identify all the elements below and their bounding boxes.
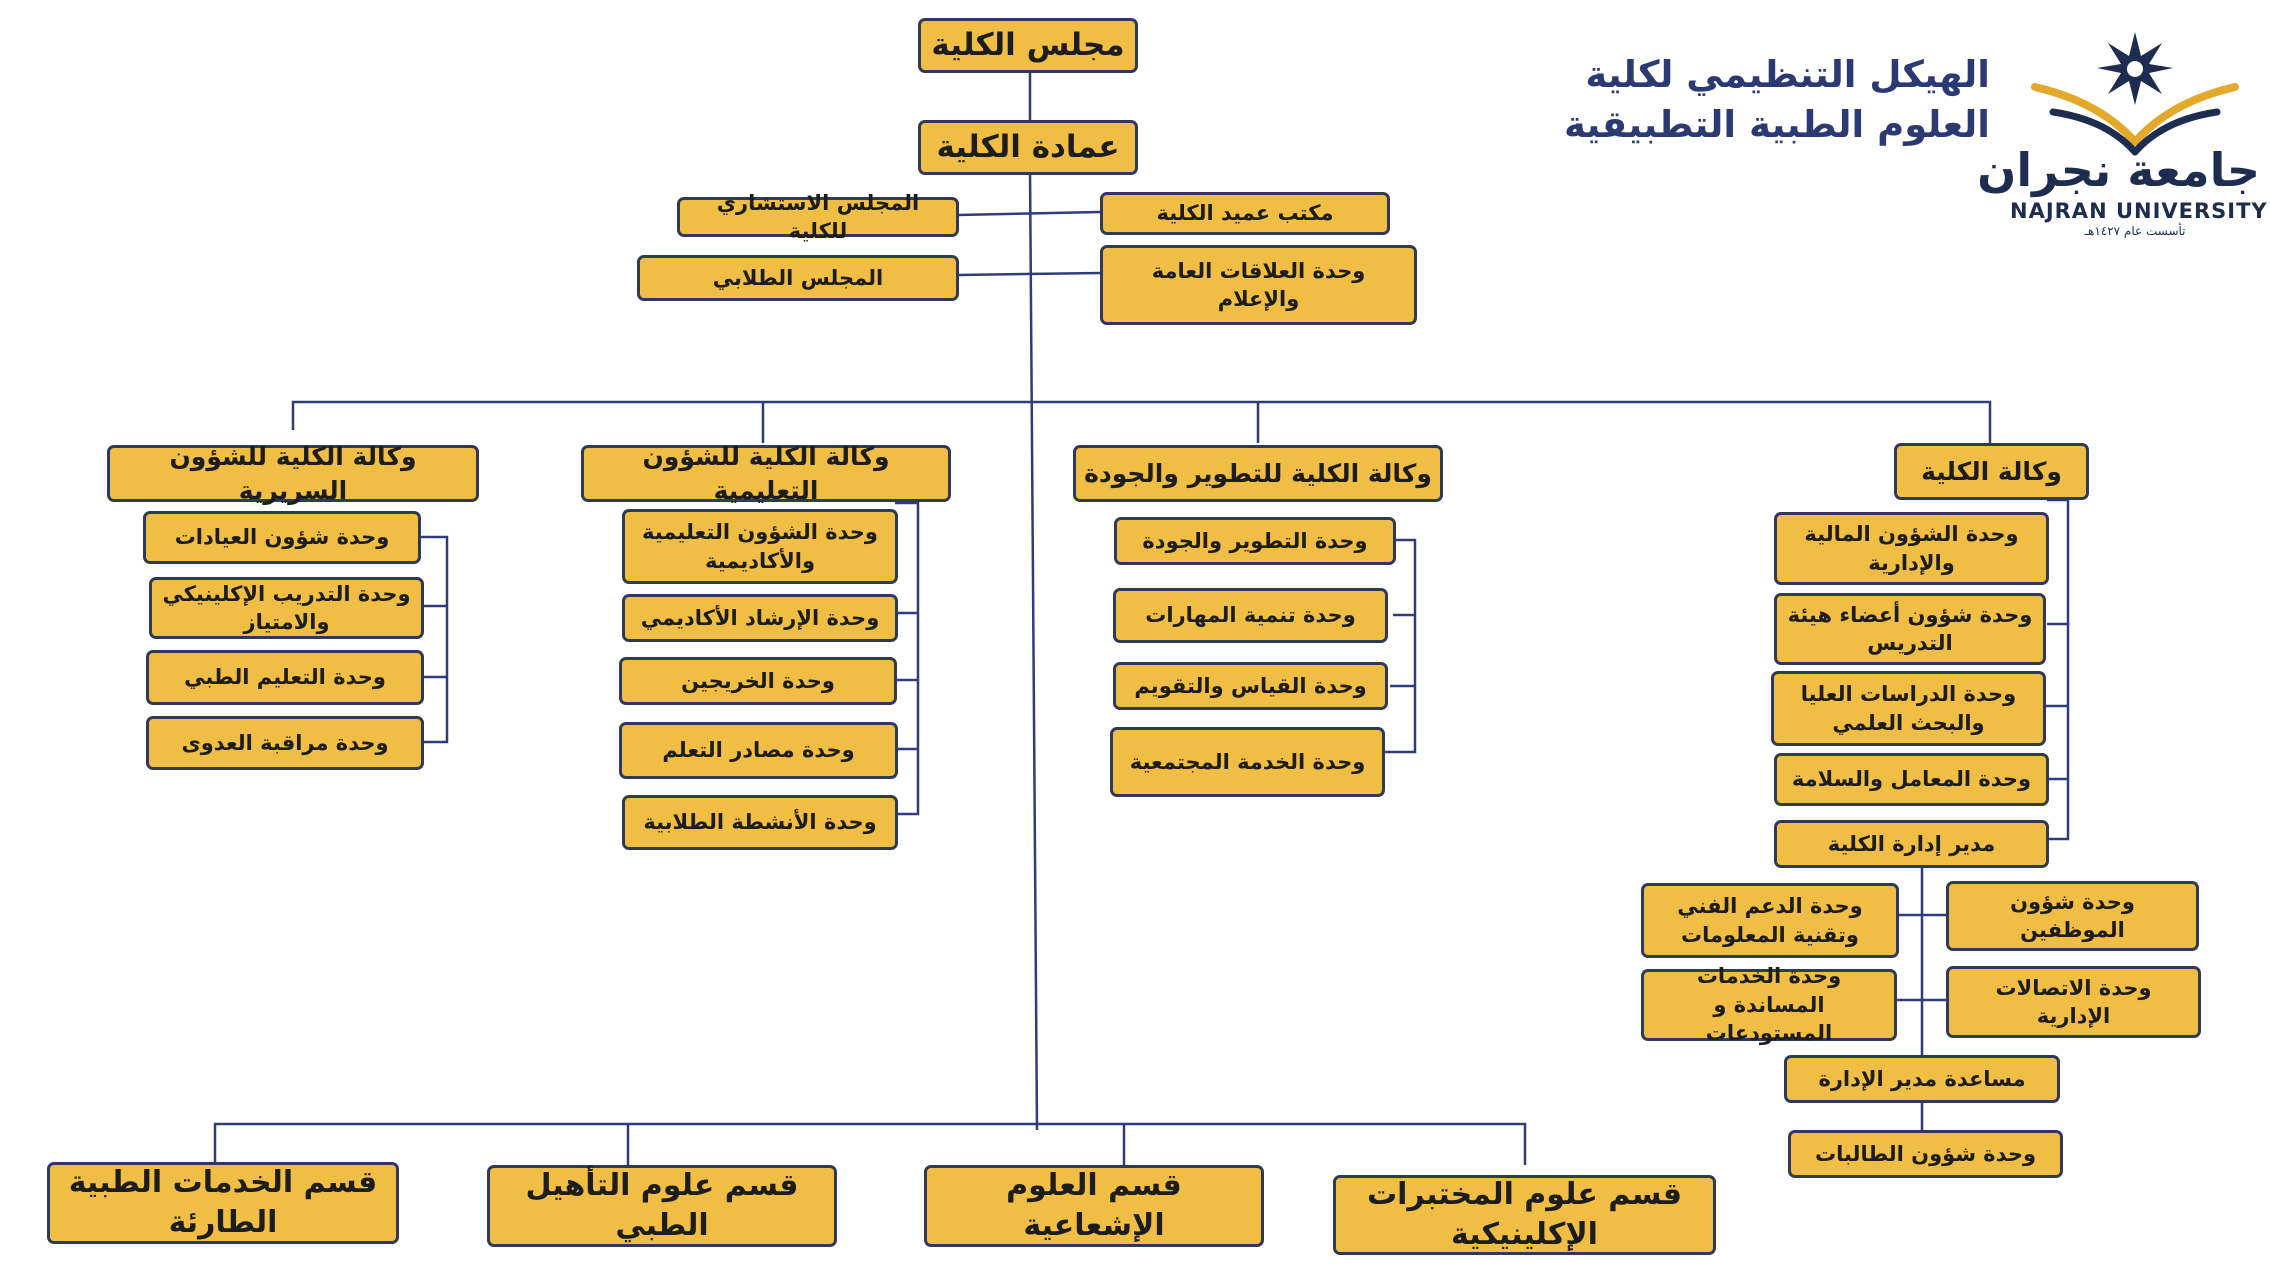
assistant-director-box: مساعدة مدير الإدارة — [1784, 1055, 2060, 1103]
education-unit-box: وحدة الخريجين — [619, 657, 897, 705]
college-unit-box: وحدة المعامل والسلامة — [1774, 753, 2049, 806]
quality-unit-box: وحدة تنمية المهارات — [1113, 588, 1388, 643]
vice-college-box: وكالة الكلية — [1894, 443, 2089, 500]
university-established: تأسست عام ١٤٢٧هـ — [2084, 224, 2186, 238]
quality-unit-box: وحدة القياس والتقويم — [1113, 662, 1388, 710]
education-unit-box: وحدة الشؤون التعليمية والأكاديمية — [622, 509, 898, 584]
department-box: قسم الخدمات الطبية الطارئة — [47, 1162, 399, 1244]
quality-unit-box: وحدة الخدمة المجتمعية — [1110, 727, 1385, 797]
quality-unit-box: وحدة التطوير والجودة — [1114, 517, 1396, 565]
education-unit-box: وحدة الأنشطة الطلابية — [622, 795, 898, 850]
clinical-unit-box: وحدة التعليم الطبي — [146, 650, 424, 705]
it-support-unit-box: وحدة الدعم الفني وتقنية المعلومات — [1641, 883, 1899, 958]
chart-title: الهيكل التنظيمي لكلية العلوم الطبية التط… — [1560, 50, 1990, 150]
vice-development-quality-box: وكالة الكلية للتطوير والجودة — [1073, 445, 1443, 502]
vice-educational-affairs-box: وكالة الكلية للشؤون التعليمية — [581, 442, 951, 505]
college-unit-box: وحدة الشؤون المالية والإدارية — [1774, 512, 2049, 585]
support-services-unit-box: وحدة الخدمات المساندة و المستودعات — [1641, 964, 1897, 1045]
college-unit-box: وحدة شؤون أعضاء هيئة التدريس — [1774, 593, 2046, 665]
admin-communications-unit-box: وحدة الاتصالات الإدارية — [1946, 966, 2201, 1038]
clinical-unit-box: وحدة شؤون العيادات — [143, 511, 421, 564]
clinical-unit-box: وحدة التدريب الإكلينيكي والامتياز — [149, 577, 424, 639]
education-unit-box: وحدة مصادر التعلم — [619, 722, 898, 779]
dean-office-box: مكتب عميد الكلية — [1100, 192, 1390, 235]
university-name-english: NAJRAN UNIVERSITY — [2010, 199, 2268, 223]
chart-title-line-2: العلوم الطبية التطبيقية — [1563, 102, 1990, 146]
department-box: قسم العلوم الإشعاعية — [924, 1165, 1264, 1247]
chart-title-line-1: الهيكل التنظيمي لكلية — [1585, 53, 1990, 96]
college-deanship-box: عمادة الكلية — [918, 120, 1138, 175]
college-council-box: مجلس الكلية — [918, 18, 1138, 73]
vice-clinical-affairs-box: وكالة الكلية للشؤون السريرية — [107, 442, 479, 505]
college-admin-director-box: مدير إدارة الكلية — [1774, 820, 2049, 868]
college-unit-box: وحدة الدراسات العليا والبحث العلمي — [1771, 671, 2046, 746]
staff-affairs-unit-box: وحدة شؤون الموظفين — [1946, 881, 2199, 951]
female-students-unit-box: وحدة شؤون الطالبات — [1788, 1130, 2063, 1178]
department-box: قسم علوم المختبرات الإكلينيكية — [1333, 1175, 1716, 1255]
university-emblem-icon — [2031, 32, 2239, 156]
clinical-unit-box: وحدة مراقبة العدوى — [146, 716, 424, 770]
advisory-council-box: المجلس الاستشاري للكلية — [677, 191, 959, 243]
department-box: قسم علوم التأهيل الطبي — [487, 1165, 837, 1247]
student-council-box: المجلس الطلابي — [637, 255, 959, 301]
education-unit-box: وحدة الإرشاد الأكاديمي — [622, 594, 898, 642]
public-relations-box: وحدة العلاقات العامة والإعلام — [1100, 245, 1417, 325]
university-name-arabic: جامعة نجران — [1977, 143, 2260, 197]
